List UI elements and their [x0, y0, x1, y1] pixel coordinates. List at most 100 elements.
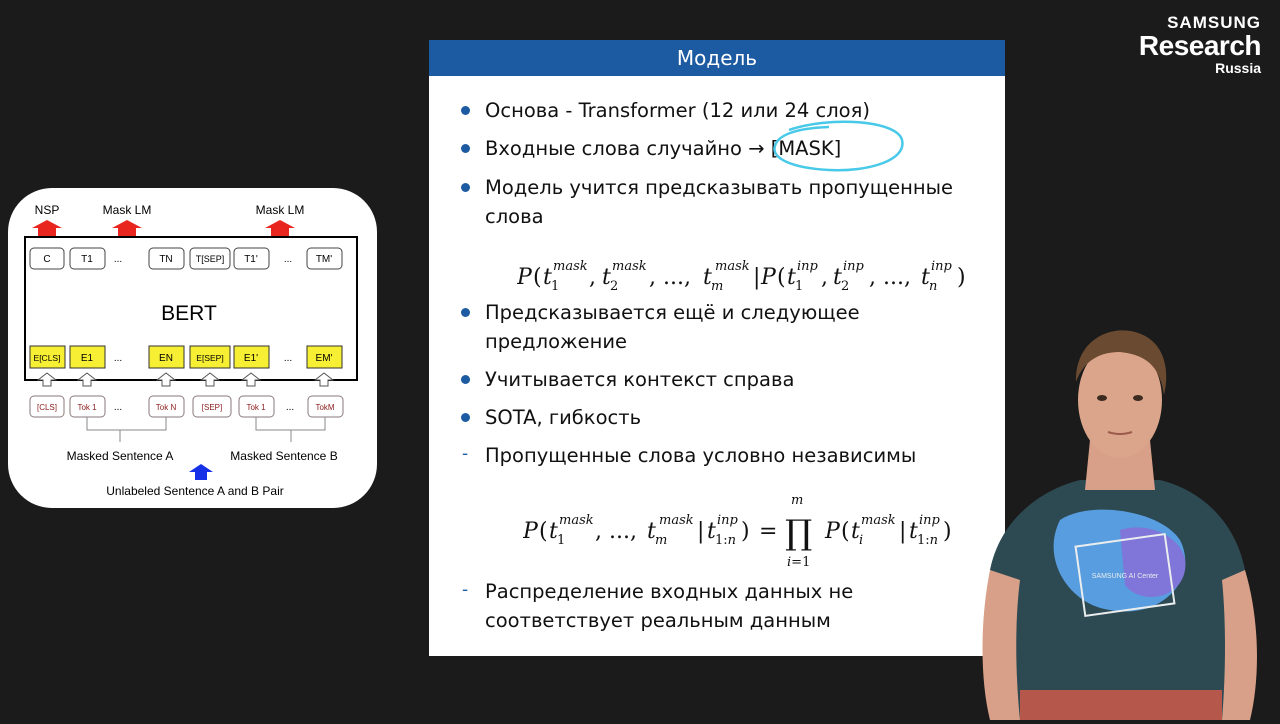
top-token-2: ...: [114, 254, 122, 265]
emb-token-0: E[CLS]: [34, 353, 61, 363]
svg-text:P: P: [523, 519, 539, 544]
bullet-3-line-2: слова: [485, 205, 544, 228]
samsung-research-logo: SAMSUNG Research Russia: [1138, 14, 1262, 77]
dash-item-2-line-2: соответствует реальным данным: [485, 609, 831, 632]
white-arrow-up-icon: [313, 372, 335, 387]
dash-item-2: Распределение входных данных не соответс…: [485, 577, 985, 635]
dash-marker: -: [462, 444, 469, 464]
bullet-dot: [461, 375, 470, 384]
svg-text:mask: mask: [559, 513, 594, 528]
input-token-0: [CLS]: [37, 403, 57, 412]
bullet-dot: [461, 308, 470, 317]
svg-text:∏: ∏: [785, 513, 812, 553]
svg-text:t: t: [647, 519, 656, 544]
svg-text:t: t: [921, 265, 930, 290]
input-token-4: [SEP]: [202, 403, 222, 412]
bullet-dot: [461, 413, 470, 422]
white-arrow-up-icon: [240, 372, 262, 387]
svg-text:(: (: [533, 265, 542, 290]
svg-text:1: 1: [795, 279, 803, 294]
svg-text:t: t: [549, 519, 558, 544]
formula-mask-probability: P ( t 1 mask , t 2 mask , ..., t m mask …: [517, 252, 977, 296]
svg-text:1:n: 1:n: [917, 533, 938, 548]
top-token-6: ...: [284, 254, 292, 265]
top-token-5: T1': [244, 254, 258, 265]
red-arrow-up-icon: [32, 220, 62, 236]
svg-text:): ): [957, 265, 966, 290]
input-token-7: TokM: [315, 403, 334, 412]
white-arrow-up-icon: [76, 372, 98, 387]
bullet-dot: [461, 106, 470, 115]
red-arrow-up-icon: [112, 220, 142, 236]
sentence-a-label: Masked Sentence A: [67, 449, 174, 463]
red-arrow-up-icon: [265, 220, 295, 236]
emb-token-5: E1': [244, 353, 258, 364]
svg-text:|: |: [899, 519, 906, 544]
svg-text:m: m: [711, 279, 723, 294]
shirt-graphic: SAMSUNG AI Center: [1053, 509, 1186, 618]
bullet-4-line-1: Предсказывается ещё и следующее: [485, 301, 860, 324]
dash-marker: -: [462, 580, 469, 600]
svg-text:|: |: [697, 519, 704, 544]
svg-text:mask: mask: [659, 513, 694, 528]
svg-text:,: ,: [589, 265, 596, 290]
svg-text:inp: inp: [919, 513, 941, 528]
svg-text:i: i: [859, 533, 863, 548]
emb-token-1: E1: [81, 353, 94, 364]
svg-text:P: P: [824, 519, 841, 544]
svg-text:): ): [741, 519, 750, 544]
output-label-nsp: NSP: [35, 203, 60, 217]
bullet-dot: [461, 144, 470, 153]
emb-token-3: EN: [159, 353, 173, 364]
formula-independence: P ( t 1 mask , ..., t m mask | t 1:n inp…: [523, 492, 973, 574]
bert-label: BERT: [161, 302, 217, 325]
svg-text:t: t: [703, 265, 712, 290]
bullet-3: Модель учится предсказывать пропущенные …: [485, 173, 985, 231]
top-token-7: TM': [316, 254, 332, 265]
top-token-4: T[SEP]: [196, 254, 225, 264]
svg-text:, ...,: , ...,: [869, 265, 911, 290]
logo-line-2: Research: [1138, 30, 1262, 61]
svg-text:t: t: [851, 519, 860, 544]
svg-text:mask: mask: [553, 259, 588, 274]
logo-line-3: Russia: [1215, 60, 1261, 76]
emb-token-2: ...: [114, 353, 122, 364]
sentence-b-label: Masked Sentence B: [230, 449, 337, 463]
emb-token-4: E[SEP]: [196, 353, 223, 363]
dash-item-2-line-1: Распределение входных данных не: [485, 580, 854, 603]
mask-token: [MASK]: [770, 137, 842, 160]
svg-text:inp: inp: [931, 259, 953, 274]
svg-text:|: |: [753, 265, 760, 290]
svg-text:mask: mask: [861, 513, 896, 528]
pair-label: Unlabeled Sentence A and B Pair: [106, 484, 283, 498]
bullet-4-line-2: предложение: [485, 330, 627, 353]
top-token-0: C: [43, 254, 50, 265]
svg-text:t: t: [833, 265, 842, 290]
svg-text:(: (: [777, 265, 786, 290]
svg-text:2: 2: [610, 279, 618, 294]
bullet-4: Предсказывается ещё и следующее предложе…: [485, 298, 985, 356]
svg-text:i=1: i=1: [787, 555, 810, 570]
svg-text:inp: inp: [717, 513, 739, 528]
input-token-6: ...: [286, 402, 294, 413]
svg-text:1: 1: [551, 279, 559, 294]
svg-text:mask: mask: [715, 259, 750, 274]
svg-text:m: m: [791, 493, 803, 508]
emb-token-6: ...: [284, 353, 292, 364]
input-token-1: Tok 1: [77, 403, 97, 412]
bullet-2-text: Входные слова случайно →: [485, 137, 771, 160]
svg-text:t: t: [602, 265, 611, 290]
slide: Модель Основа - Transformer (12 или 24 с…: [429, 40, 1005, 656]
svg-text:t: t: [909, 519, 918, 544]
svg-text:, ...,: , ...,: [649, 265, 691, 290]
svg-text:m: m: [655, 533, 667, 548]
svg-text:): ): [943, 519, 952, 544]
svg-text:(: (: [841, 519, 850, 544]
bullet-5: Учитывается контекст справа: [485, 368, 795, 391]
svg-text:, ...,: , ...,: [595, 519, 637, 544]
output-label-mlm-1: Mask LM: [103, 203, 152, 217]
bullet-6: SOTA, гибкость: [485, 406, 642, 429]
svg-text:t: t: [543, 265, 552, 290]
top-token-1: T1: [81, 254, 93, 265]
bullet-3-line-1: Модель учится предсказывать пропущенные: [485, 176, 954, 199]
